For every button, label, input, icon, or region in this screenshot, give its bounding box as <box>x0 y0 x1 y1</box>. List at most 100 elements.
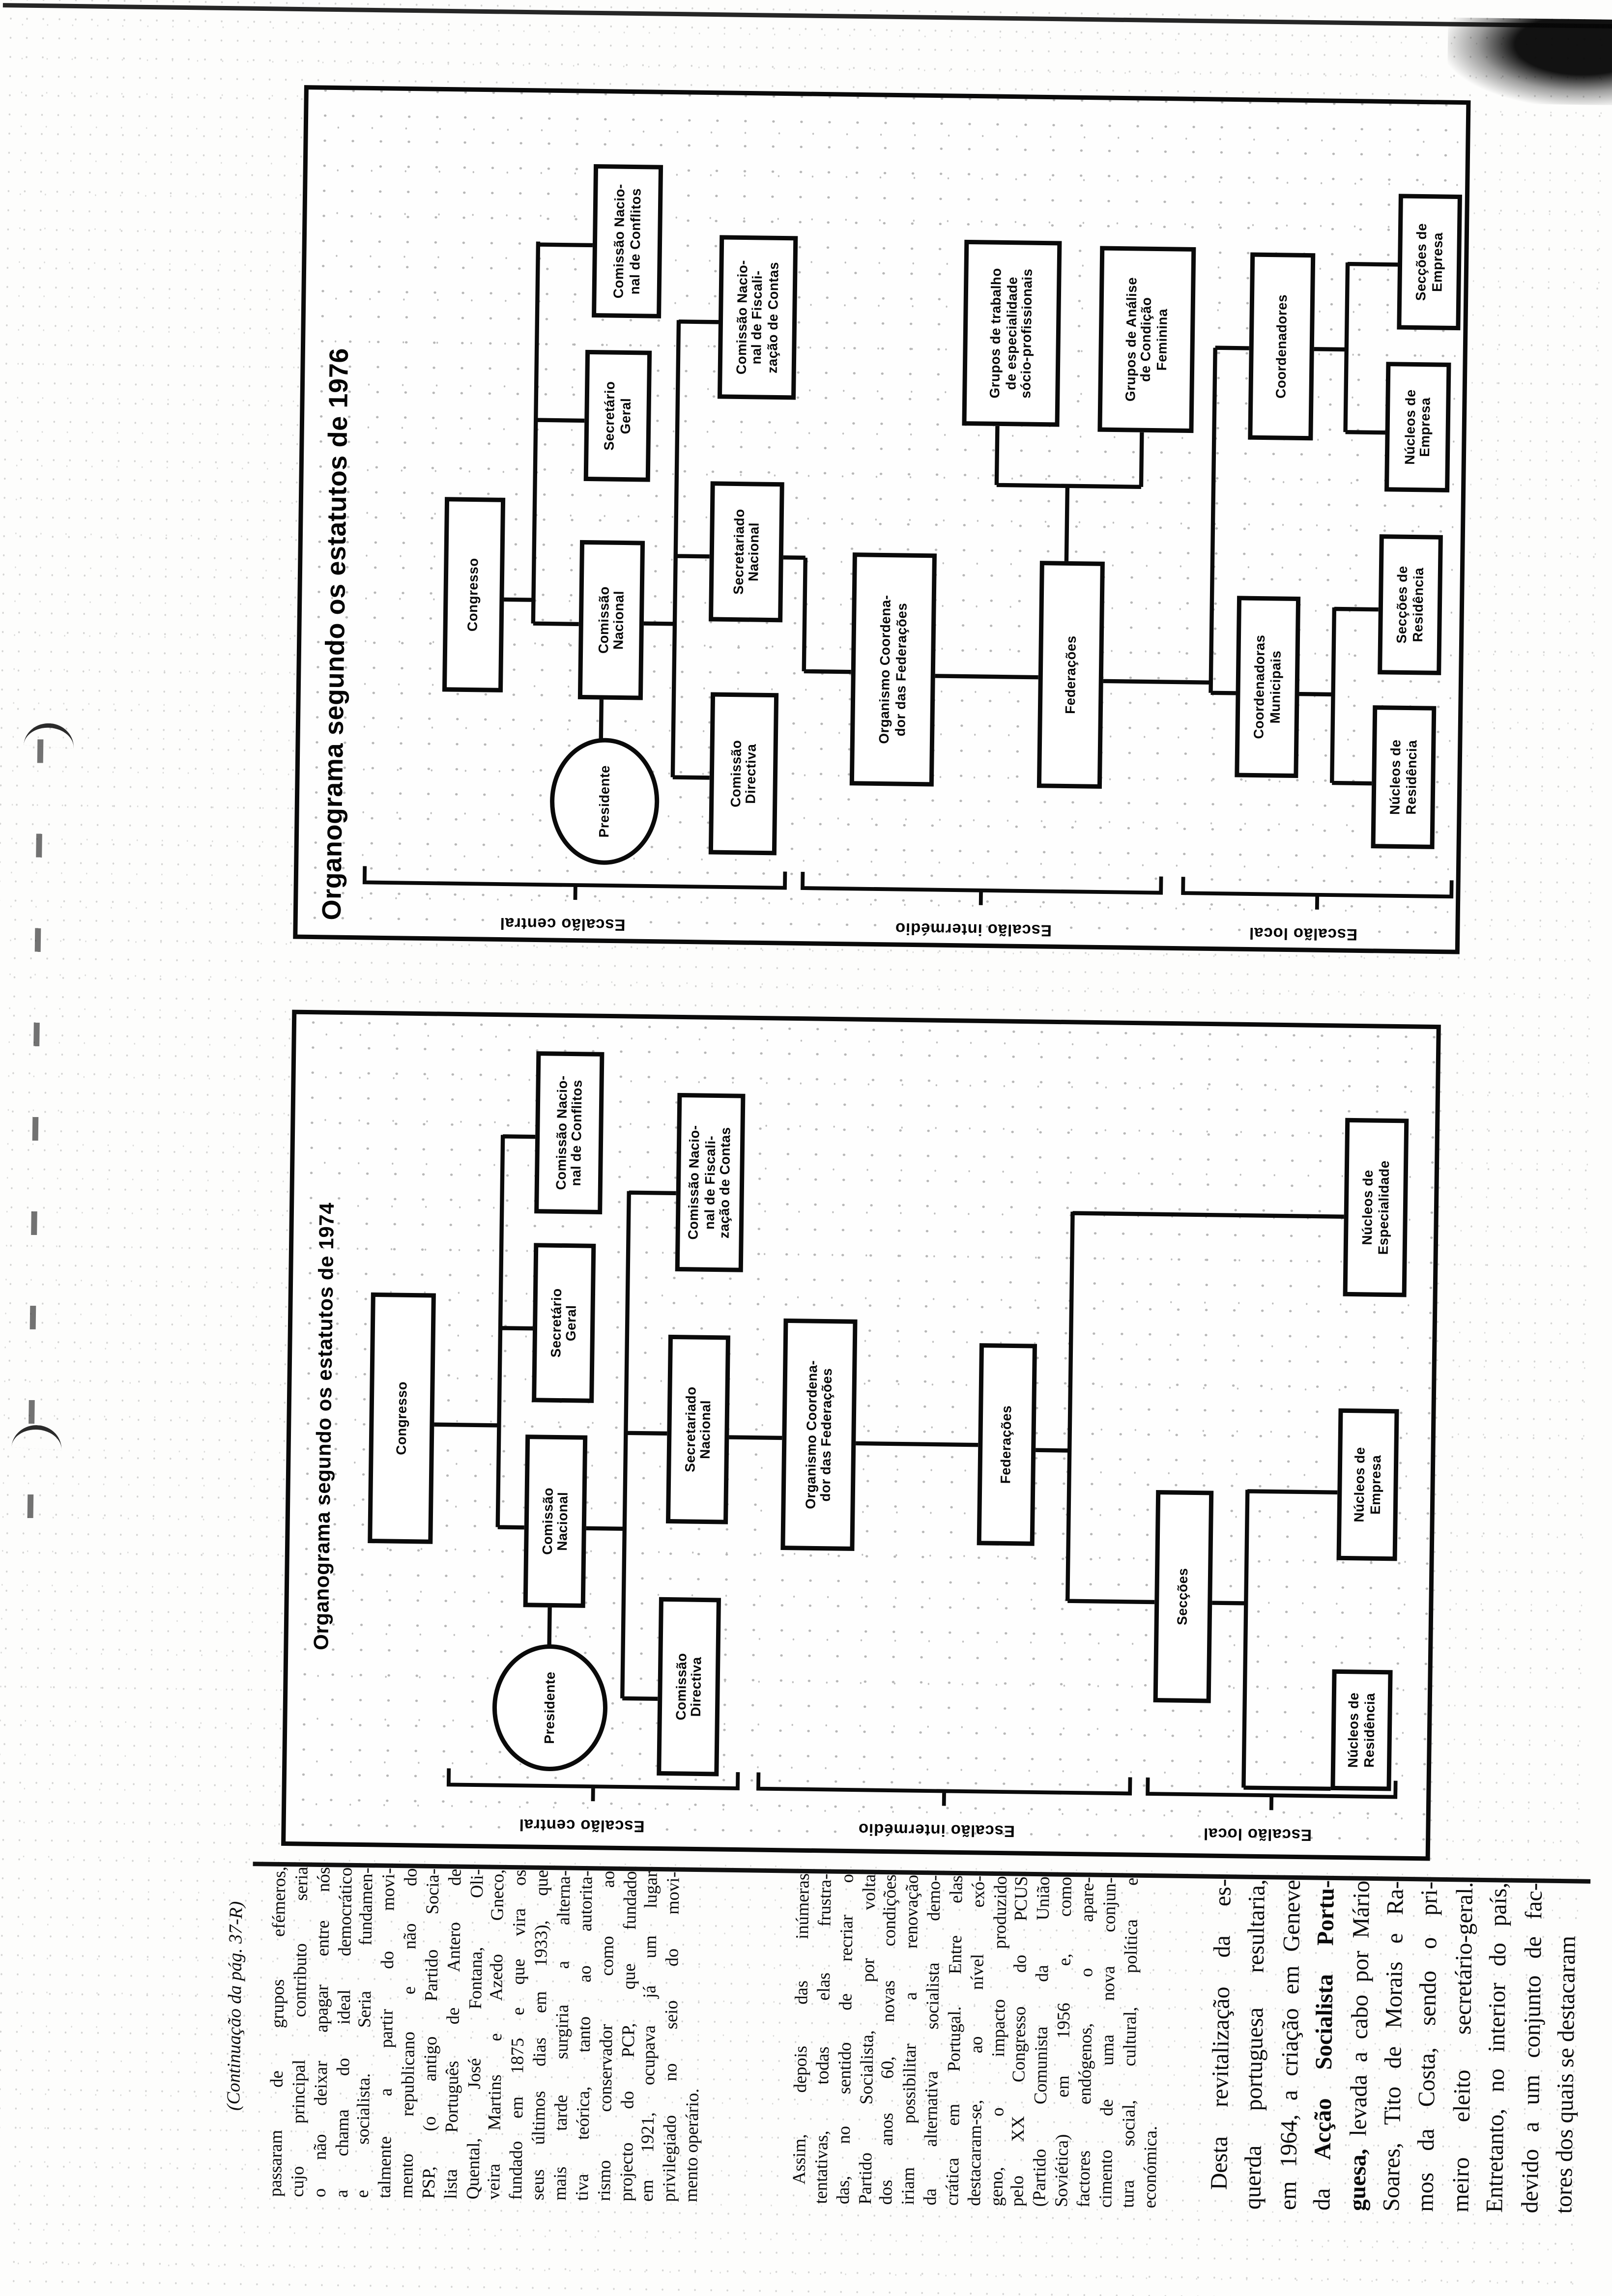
article-line: em 1964, a criação em Geneve <box>1276 1879 1306 2210</box>
level-label-central: Escalão central <box>499 914 626 933</box>
node-label: Congresso <box>465 558 482 632</box>
article-line: crática em Portugal. Entre elas <box>941 1875 967 2206</box>
article-line: tura social, cultural, política e <box>1117 1877 1142 2209</box>
node-nucleos-empresa: Núcleos de Empresa <box>1336 1408 1399 1561</box>
node-label: Comissão Nacio- nal de Fiscali- zação de… <box>734 259 781 375</box>
article-line: Entretanto, no interior do país, <box>1483 1882 1513 2213</box>
node-seccoes-empresa: Secções de Empresa <box>1397 194 1462 331</box>
node-seccoes-residencia: Secções de Residência <box>1378 534 1443 675</box>
node-label: Secções <box>1175 1568 1191 1626</box>
node-label: Núcleos de Empresa <box>1402 389 1433 465</box>
node-label: Organismo Coordena- dor das Federações <box>803 1360 835 1509</box>
connector <box>495 241 1398 786</box>
node-secretariado-nacional: Secretariado Nacional <box>709 481 784 623</box>
node-label: Congresso <box>393 1381 409 1455</box>
node-label: Secretariado Nacional <box>682 1386 714 1472</box>
article-line: guesa, levada a cabo por Mário <box>1341 1880 1380 2211</box>
level-bracket <box>446 1768 1398 1810</box>
article-line: cimento de uma nova conjun- <box>1094 1877 1120 2208</box>
node-label: Comissão Nacional <box>539 1487 571 1555</box>
node-label: Secretariado Nacional <box>730 509 762 595</box>
node-label: Secretário Geral <box>548 1288 579 1358</box>
node-label: Comissão Nacio- nal de Fiscali- zação de… <box>686 1125 734 1240</box>
article-line-bold: guesa, <box>1345 2148 1371 2211</box>
node-label: Coordenadores <box>1273 294 1290 399</box>
node-label: Presidente <box>596 765 612 838</box>
node-label: Secções de Empresa <box>1413 223 1445 301</box>
node-label: Presidente <box>542 1671 558 1744</box>
chart-1974-frame: Organograma segundo os estatutos de 1974… <box>281 1009 1441 1861</box>
article-paragraph-1: passaram de grupos efémeros,cujo princip… <box>265 1866 707 2203</box>
node-label: Grupos de trabalho de especialidade sóci… <box>988 267 1036 399</box>
level-label-local: Escalão local <box>1248 923 1358 943</box>
scan-corner-smudge <box>1447 17 1612 106</box>
chart-1974-connectors <box>425 1134 1398 1810</box>
article-line: das, no sentido de recriar o <box>832 1873 857 2205</box>
node-label: Comissão Nacional <box>595 586 627 654</box>
node-label: Secretário Geral <box>602 381 633 451</box>
article-line: tores dos quais se destacaram <box>1552 1935 1581 2214</box>
article-line: meiro eleito secretário-geral. <box>1448 1882 1478 2212</box>
chart-1976-frame: Organograma segundo os estatutos de 1976… <box>293 85 1471 954</box>
node-congresso: Congresso <box>368 1292 436 1544</box>
node-coordenadoras-municipais: Coordenadoras Municipais <box>1235 596 1301 778</box>
level-label-intermedio: Escalão intermédio <box>858 1819 1015 1839</box>
node-comissao-directiva: Comissão Directiva <box>657 1597 721 1777</box>
node-label: Grupos de Análise de Condição Feminina <box>1123 277 1170 402</box>
article-line: factores endógenos, o apare- <box>1072 1877 1098 2208</box>
continuation-note: (Continuação da pág. 37-R) <box>223 1901 247 2111</box>
article-line: Desta revitalização da es- <box>1207 1878 1237 2190</box>
node-organismo-coordenador: Organismo Coordena- dor das Federações <box>780 1318 858 1551</box>
node-label: Organismo Coordena- dor das Federações <box>877 595 909 744</box>
node-nucleos-residencia: Núcleos de Residência <box>1330 1669 1393 1791</box>
node-label: Comissão Nacio- nal de Conflitos <box>611 183 643 299</box>
level-label-intermedio: Escalão intermédio <box>894 918 1052 939</box>
node-seccoes: Secções <box>1153 1490 1214 1703</box>
node-secretario-geral: Secretário Geral <box>583 349 652 482</box>
node-comissao-nacional: Comissão Nacional <box>523 1435 588 1608</box>
article-line: mento operário. <box>680 2088 703 2203</box>
article-line: tiva teórica, tanto ao autorita- <box>571 1870 597 2201</box>
node-comissao-nacional-conflitos: Comissão Nacio- nal de Conflitos <box>534 1051 604 1214</box>
node-federacoes: Federações <box>1036 561 1105 789</box>
node-label: Comissão Directiva <box>673 1653 704 1721</box>
level-label-local: Escalão local <box>1203 1824 1312 1843</box>
article-line: lista Português de Antero de <box>440 1868 465 2199</box>
article-line: mais tarde surgiria a alterna- <box>549 1870 575 2201</box>
article-line: da Acção Socialista Portu- <box>1306 1880 1345 2210</box>
node-label: Núcleos de Residência <box>1346 1692 1377 1768</box>
node-federacoes: Federações <box>977 1343 1037 1546</box>
pen-mark <box>23 721 75 749</box>
level-label-central: Escalão central <box>518 1815 645 1835</box>
node-organismo-coordenador: Organismo Coordena- dor das Federações <box>849 552 937 787</box>
article-line-text: da <box>1310 2159 1337 2211</box>
node-nucleos-residencia: Núcleos de Residência <box>1371 705 1437 849</box>
level-bracket <box>362 866 1454 910</box>
scan-edge-line <box>2 3 1612 29</box>
node-congresso: Congresso <box>442 497 506 692</box>
node-comissao-nacional-fiscalizacao: Comissão Nacio- nal de Fiscali- zação de… <box>717 235 798 400</box>
article-line: Soares, Tito de Morais e Ra- <box>1380 1881 1409 2212</box>
node-secretariado-nacional: Secretariado Nacional <box>665 1334 731 1524</box>
article-line: cujo principal contributo seria <box>287 1866 312 2197</box>
article-line-bold: Acção Socialista Portu- <box>1311 1880 1340 2160</box>
node-label: Núcleos de Residência <box>1387 739 1419 815</box>
node-label: Secções de Residência <box>1394 566 1426 644</box>
article-line: mos da Costa, sendo o pri- <box>1414 1881 1444 2212</box>
pen-mark <box>11 1423 63 1451</box>
article-line: económica. <box>1138 2125 1160 2209</box>
node-comissao-nacional-conflitos: Comissão Nacio- nal de Conflitos <box>592 164 663 318</box>
node-label: Núcleos de Especialidade <box>1360 1160 1391 1255</box>
node-comissao-nacional-fiscalizacao: Comissão Nacio- nal de Fiscali- zação de… <box>675 1092 746 1272</box>
node-label: Comissão Directiva <box>727 740 759 807</box>
article-line: PSP, (o antigo Partido Socia- <box>418 1868 443 2199</box>
node-label: Federações <box>999 1405 1015 1484</box>
node-label: Núcleos de Empresa <box>1352 1447 1383 1522</box>
connector <box>425 1134 1344 1791</box>
node-grupos-trabalho: Grupos de trabalho de especialidade sóci… <box>962 239 1062 427</box>
article-line: querda portuguesa resultaria, <box>1241 1879 1271 2210</box>
node-grupos-analise: Grupos de Análise de Condição Feminina <box>1097 246 1196 433</box>
